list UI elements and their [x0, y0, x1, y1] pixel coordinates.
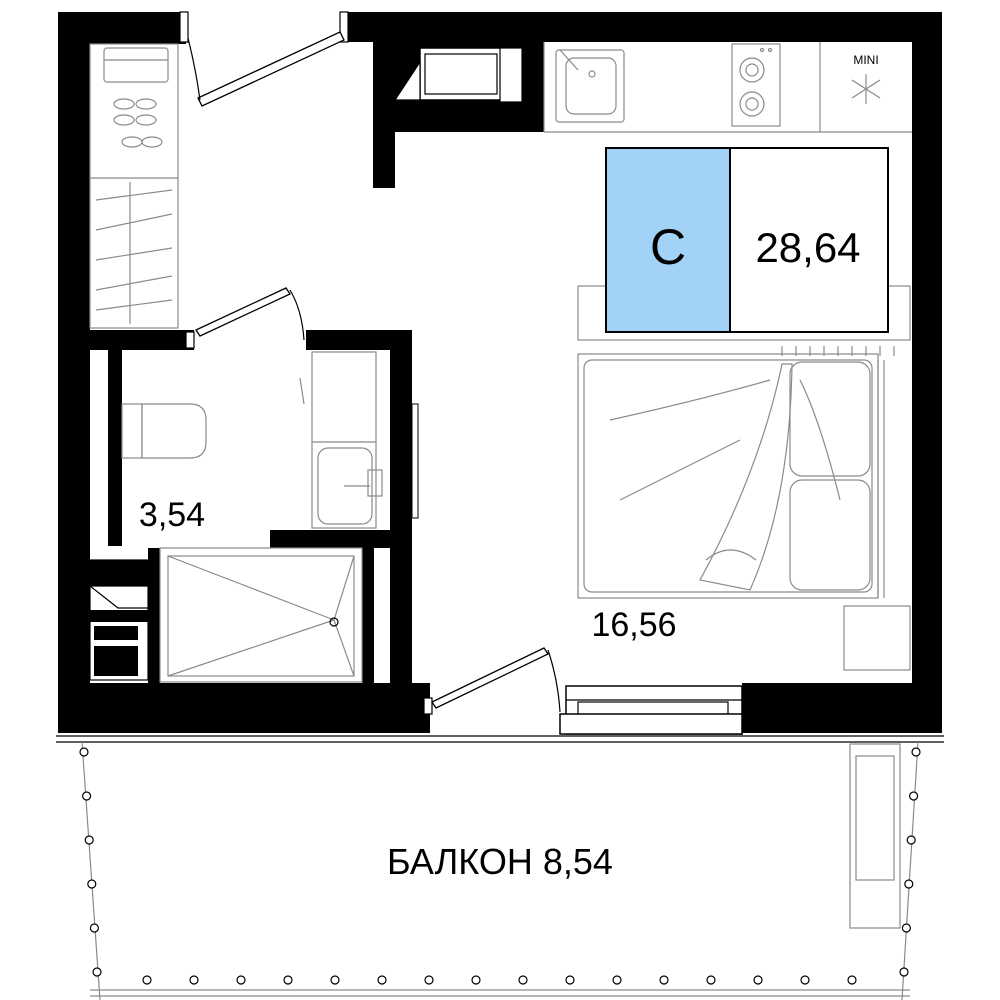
living-area-label: 16,56 — [591, 606, 676, 644]
railing-post — [142, 975, 152, 985]
railing-post — [89, 923, 100, 933]
wall-bottom-left — [58, 683, 430, 733]
wall-shower-left — [148, 548, 160, 684]
toilet — [121, 403, 207, 459]
wall-bath-left — [108, 350, 122, 546]
balcony-window — [559, 685, 743, 735]
wall-top-left — [58, 12, 186, 44]
railing-post — [377, 975, 387, 985]
railing-post — [847, 975, 857, 985]
shoes — [113, 98, 163, 148]
kitchen-counter — [543, 42, 912, 133]
railing-post — [706, 975, 716, 985]
railing-post — [565, 975, 575, 985]
mini-fridge: MINI — [851, 53, 881, 104]
railing-post — [612, 975, 622, 985]
shower — [159, 547, 363, 683]
fridge-label: MINI — [853, 53, 878, 67]
wall-kitchen-pillar — [373, 42, 395, 188]
apartment-type-letter: C — [650, 219, 686, 275]
wall-bath-top-right — [306, 330, 412, 350]
utility-shelf — [88, 559, 149, 681]
railing-post — [189, 975, 199, 985]
wall-right — [912, 12, 942, 732]
railing-post — [79, 747, 89, 757]
railing-posts — [79, 747, 921, 985]
bed-headboard-hatch — [781, 346, 895, 356]
railing-post — [92, 967, 102, 977]
walls — [58, 12, 942, 733]
niche-cabinet — [393, 47, 523, 103]
railing-post — [518, 975, 528, 985]
wall-bath-top-left — [86, 330, 194, 350]
bed — [577, 346, 895, 599]
apartment-total-area: 28,64 — [755, 224, 860, 271]
railing-post — [906, 835, 916, 845]
balcony: БАЛКОН 8,54 — [56, 735, 944, 1000]
wall-left — [58, 12, 90, 732]
railing-post — [753, 975, 763, 985]
railing-post — [908, 791, 919, 801]
washbasin-cabinet — [299, 351, 383, 529]
wall-bath-right — [390, 330, 412, 690]
railing-post — [236, 975, 246, 985]
railing-post — [899, 967, 909, 977]
balcony-label: БАЛКОН 8,54 — [387, 841, 613, 882]
wall-shower-divider — [362, 545, 374, 685]
wall-bath-mid — [270, 530, 394, 548]
railing-post — [424, 975, 434, 985]
railing-post — [330, 975, 340, 985]
railing-post — [800, 975, 810, 985]
apartment-badge: C 28,64 — [605, 147, 889, 333]
mirror — [411, 403, 419, 519]
nightstand — [843, 605, 911, 671]
wardrobe — [89, 43, 179, 329]
sink — [555, 49, 625, 123]
railing-post — [81, 791, 92, 801]
wall-top-right — [342, 12, 942, 42]
railing-post — [471, 975, 481, 985]
railing-post — [84, 835, 94, 845]
railing-post — [659, 975, 669, 985]
cooktop — [731, 43, 781, 127]
type-color-block — [605, 147, 731, 333]
railing-post — [911, 747, 921, 757]
balcony-door — [423, 647, 561, 715]
railing-post — [901, 923, 912, 933]
wall-bottom-right — [742, 683, 942, 733]
bathroom-area-label: 3,54 — [139, 496, 205, 534]
railing-post — [87, 879, 97, 889]
entry-door — [179, 11, 349, 107]
railing-post — [283, 975, 293, 985]
bathroom-door — [185, 287, 305, 349]
snowflake-icon — [851, 74, 881, 104]
railing-post — [904, 879, 914, 889]
